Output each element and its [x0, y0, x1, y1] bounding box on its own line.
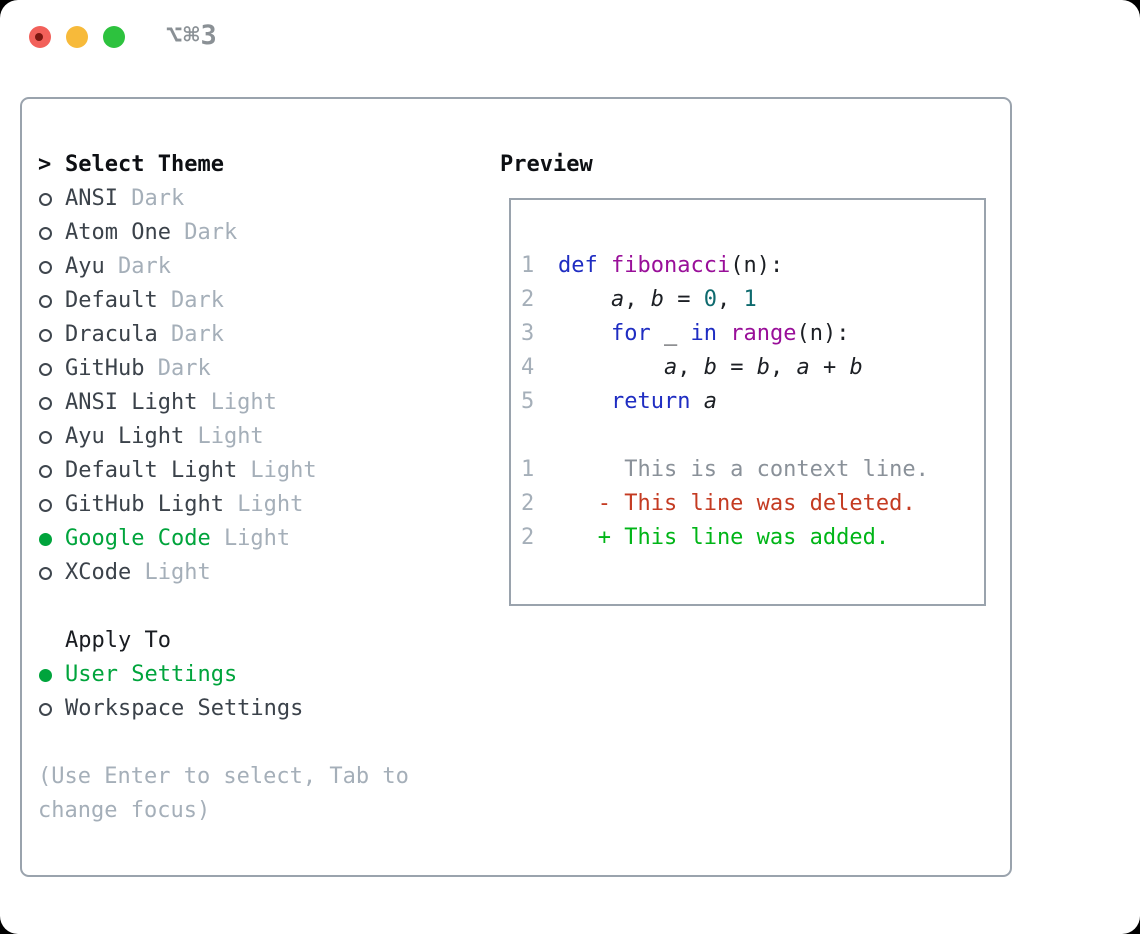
- apply-option[interactable]: User Settings: [38, 658, 488, 692]
- theme-name: XCode: [65, 560, 132, 585]
- theme-name: Google Code: [65, 526, 211, 551]
- line-number: 2: [521, 525, 535, 550]
- code-line: 2 a, b = 0, 1: [521, 283, 984, 317]
- apply-to-list: User Settings Workspace Settings: [38, 658, 488, 726]
- theme-name: Ayu: [65, 254, 105, 279]
- theme-option[interactable]: Default Dark: [38, 284, 488, 318]
- apply-option-label: Workspace Settings: [65, 696, 304, 721]
- theme-option[interactable]: Atom One Dark: [38, 216, 488, 250]
- theme-option[interactable]: Default Light Light: [38, 454, 488, 488]
- theme-option[interactable]: GitHub Light Light: [38, 488, 488, 522]
- radio-icon: [38, 192, 65, 206]
- theme-name: ANSI: [65, 186, 118, 211]
- zoom-button[interactable]: [103, 26, 125, 48]
- radio-icon: [38, 362, 65, 376]
- theme-option[interactable]: ANSI Dark: [38, 182, 488, 216]
- theme-name: Default: [65, 288, 158, 313]
- preview-title: Preview: [500, 152, 593, 177]
- theme-option[interactable]: Dracula Dark: [38, 318, 488, 352]
- apply-option-label: User Settings: [65, 662, 238, 687]
- radio-icon: [38, 430, 65, 444]
- radio-icon: [38, 668, 65, 682]
- line-number: 3: [521, 321, 535, 346]
- window-shortcut-label: ⌥⌘3: [166, 20, 218, 51]
- line-number: 1: [521, 457, 535, 482]
- radio-icon: [38, 702, 65, 716]
- apply-option[interactable]: Workspace Settings: [38, 692, 488, 726]
- blank-line: [521, 419, 984, 453]
- theme-variant: Dark: [117, 254, 171, 279]
- theme-variant: Dark: [184, 220, 238, 245]
- theme-variant: Dark: [170, 288, 224, 313]
- code-line: 3 for _ in range(n):: [521, 317, 984, 351]
- theme-variant: Light: [250, 458, 317, 483]
- diff-line-deleted: 2 - This line was deleted.: [521, 487, 984, 521]
- minimize-button[interactable]: [66, 26, 88, 48]
- diff-line-added: 2 + This line was added.: [521, 521, 984, 555]
- radio-icon: [38, 498, 65, 512]
- theme-variant: Dark: [131, 186, 185, 211]
- theme-list: ANSI Dark Atom One Dark Ayu Dark Default…: [38, 182, 488, 590]
- theme-variant: Light: [237, 492, 304, 517]
- traffic-lights: [29, 26, 125, 48]
- theme-option[interactable]: Ayu Light Light: [38, 420, 488, 454]
- theme-variant: Light: [223, 526, 291, 551]
- help-text: (Use Enter to select, Tab to change focu…: [38, 764, 409, 823]
- code-line: 4 a, b = b, a + b: [521, 351, 984, 385]
- line-number: 5: [521, 389, 535, 414]
- theme-name: Dracula: [65, 322, 158, 347]
- theme-name: GitHub: [65, 356, 145, 381]
- theme-option[interactable]: XCode Light: [38, 556, 488, 590]
- radio-icon: [38, 294, 65, 308]
- theme-option[interactable]: Google Code Light: [38, 522, 488, 556]
- radio-icon: [38, 464, 65, 478]
- theme-dialog-panel: > Select Theme ANSI Dark Atom One Dark A…: [20, 97, 1012, 877]
- theme-name: GitHub Light: [65, 492, 224, 517]
- radio-icon: [38, 532, 65, 546]
- diff-line-context: 1 This is a context line.: [521, 453, 984, 487]
- select-theme-header: > Select Theme: [38, 148, 488, 182]
- theme-variant: Dark: [157, 356, 211, 381]
- line-number: 1: [521, 253, 535, 278]
- theme-variant: Light: [210, 390, 277, 415]
- line-number: 2: [521, 491, 535, 516]
- theme-option[interactable]: GitHub Dark: [38, 352, 488, 386]
- radio-icon: [38, 226, 65, 240]
- radio-icon: [38, 566, 65, 580]
- radio-icon: [38, 260, 65, 274]
- radio-icon: [38, 396, 65, 410]
- theme-option[interactable]: Ayu Dark: [38, 250, 488, 284]
- theme-name: Atom One: [65, 220, 171, 245]
- line-number: 2: [521, 287, 535, 312]
- spacer: [38, 590, 488, 624]
- close-button[interactable]: [29, 26, 51, 48]
- select-theme-title: Select Theme: [65, 152, 224, 177]
- theme-name: Ayu Light: [65, 424, 185, 449]
- theme-variant: Light: [197, 424, 264, 449]
- theme-variant: Dark: [170, 322, 224, 347]
- cursor-icon: >: [38, 152, 52, 177]
- close-dot-icon: [35, 33, 43, 41]
- theme-variant: Light: [144, 560, 211, 585]
- theme-name: ANSI Light: [65, 390, 198, 415]
- code-line: 5 return a: [521, 385, 984, 419]
- theme-list-section: > Select Theme ANSI Dark Atom One Dark A…: [38, 148, 488, 828]
- apply-to-title: Apply To: [65, 628, 171, 653]
- theme-option[interactable]: ANSI Light Light: [38, 386, 488, 420]
- radio-icon: [38, 328, 65, 342]
- line-number: 4: [521, 355, 535, 380]
- theme-name: Default Light: [65, 458, 238, 483]
- diff-preview: 1 This is a context line.2 - This line w…: [521, 453, 984, 555]
